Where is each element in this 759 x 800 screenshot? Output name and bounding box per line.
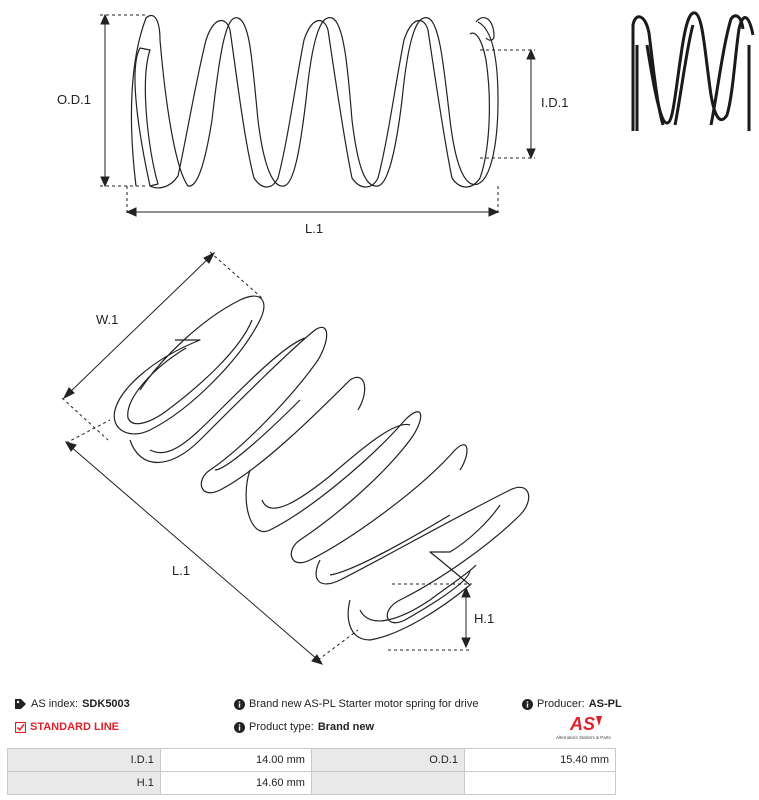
- as-index-label: AS index:: [31, 698, 79, 710]
- tag-icon: [15, 699, 26, 709]
- svg-text:AS: AS: [569, 714, 595, 734]
- spec-label: [310, 771, 465, 795]
- h1-label: H.1: [474, 611, 494, 626]
- info-icon: [234, 698, 245, 710]
- standard-line-badge: STANDARD LINE: [15, 721, 119, 733]
- spec-value: 14.60 mm: [159, 771, 312, 795]
- producer-value: AS-PL: [588, 698, 622, 710]
- product-type-label: Product type:: [249, 721, 314, 733]
- info-icon: [522, 698, 533, 710]
- spec-label: H.1: [7, 771, 161, 795]
- as-pl-logo: AS Alternators Starters & Parts: [556, 712, 618, 742]
- info-icon: [234, 721, 245, 733]
- as-index-value: SDK5003: [82, 698, 130, 710]
- svg-text:Alternators Starters & Parts: Alternators Starters & Parts: [556, 735, 612, 740]
- table-row: H.1 14.60 mm: [7, 771, 617, 795]
- l1-bottom-label: L.1: [172, 563, 190, 578]
- spec-label: I.D.1: [7, 748, 161, 772]
- spec-value: 15.40 mm: [463, 748, 617, 772]
- spring-side-view-drawing: O.D.1 I.D.1 L.1: [57, 13, 568, 236]
- standard-line-label: STANDARD LINE: [30, 721, 120, 733]
- spec-label: O.D.1: [310, 748, 465, 772]
- id1-label: I.D.1: [541, 95, 568, 110]
- spring-isometric-drawing: W.1 L.1 H.1: [61, 251, 530, 665]
- w1-label: W.1: [96, 312, 118, 327]
- specs-table: I.D.1 14.00 mm O.D.1 15.40 mm H.1 14.60 …: [7, 748, 617, 795]
- table-row: I.D.1 14.00 mm O.D.1 15.40 mm: [7, 748, 617, 772]
- spec-value: 14.00 mm: [159, 748, 312, 772]
- product-type-value: Brand new: [317, 721, 375, 733]
- as-index: AS index: SDK5003: [15, 698, 130, 710]
- product-type: Product type: Brand new: [234, 721, 374, 733]
- producer-label: Producer:: [537, 698, 585, 710]
- od1-label: O.D.1: [57, 92, 91, 107]
- checkbox-checked-icon: [15, 721, 26, 733]
- producer: Producer: AS-PL: [522, 698, 622, 710]
- spring-photo: [631, 5, 755, 131]
- l1-top-label: L.1: [305, 221, 323, 236]
- description: Brand new AS-PL Starter motor spring for…: [234, 698, 478, 710]
- description-text: Brand new AS-PL Starter motor spring for…: [249, 698, 479, 710]
- spec-value: [463, 771, 617, 795]
